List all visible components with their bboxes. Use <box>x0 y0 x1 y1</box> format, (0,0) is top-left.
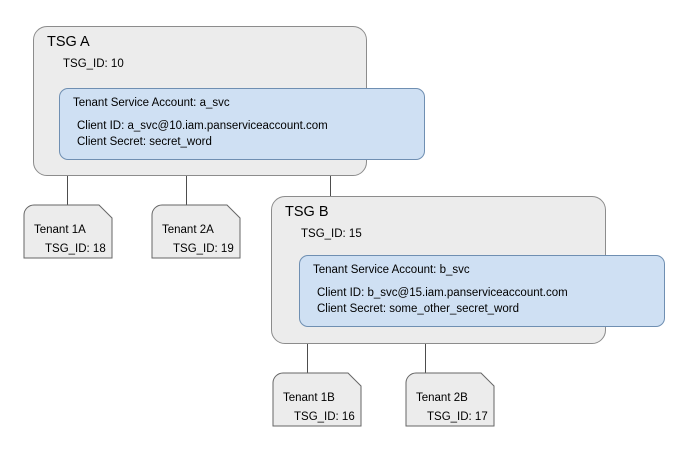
service-account-a-svc-client-secret: Client Secret: secret_word <box>77 136 212 148</box>
service-account-a-svc-title: Tenant Service Account: a_svc <box>73 97 230 109</box>
connector-tsg-b-to-tenant-1b <box>307 343 308 373</box>
service-account-b-svc[interactable]: Tenant Service Account: b_svc Client ID:… <box>299 255 665 327</box>
connector-tsg-b-to-tenant-2b <box>425 343 426 373</box>
tenant-2a-name: Tenant 2A <box>162 224 214 236</box>
tenant-1a-shape <box>23 204 113 259</box>
service-account-b-svc-client-id: Client ID: b_svc@15.iam.panserviceaccoun… <box>317 287 568 299</box>
tenant-1b-name: Tenant 1B <box>283 392 335 404</box>
group-tsg-b-title: TSG B <box>285 204 329 220</box>
tenant-2b[interactable]: Tenant 2B TSG_ID: 17 <box>405 372 495 427</box>
service-account-b-svc-title: Tenant Service Account: b_svc <box>313 264 470 276</box>
tenant-2a[interactable]: Tenant 2A TSG_ID: 19 <box>151 204 241 259</box>
tenant-2b-tsg-id: TSG_ID: 17 <box>427 411 488 423</box>
connector-tsg-a-to-tenant-2a <box>186 175 187 205</box>
tenant-1b-tsg-id: TSG_ID: 16 <box>294 411 355 423</box>
service-account-a-svc-client-id: Client ID: a_svc@10.iam.panserviceaccoun… <box>77 120 328 132</box>
service-account-a-svc[interactable]: Tenant Service Account: a_svc Client ID:… <box>59 88 425 160</box>
tenant-1a-tsg-id: TSG_ID: 18 <box>45 243 106 255</box>
tenant-2a-shape <box>151 204 241 259</box>
tenant-2a-tsg-id: TSG_ID: 19 <box>173 243 234 255</box>
tenant-2b-name: Tenant 2B <box>416 392 468 404</box>
group-tsg-b-tsg-id: TSG_ID: 15 <box>301 228 362 240</box>
tenant-1b-shape <box>272 372 362 427</box>
tenant-1a-name: Tenant 1A <box>34 224 86 236</box>
tenant-1a[interactable]: Tenant 1A TSG_ID: 18 <box>23 204 113 259</box>
connector-tsg-a-to-tenant-1a <box>67 175 68 205</box>
tenant-2b-shape <box>405 372 495 427</box>
group-tsg-a-title: TSG A <box>47 34 90 50</box>
service-account-b-svc-client-secret: Client Secret: some_other_secret_word <box>317 303 519 315</box>
group-tsg-a-tsg-id: TSG_ID: 10 <box>63 58 124 70</box>
connector-tsg-a-to-tsg-b <box>330 172 331 197</box>
tenant-1b[interactable]: Tenant 1B TSG_ID: 16 <box>272 372 362 427</box>
